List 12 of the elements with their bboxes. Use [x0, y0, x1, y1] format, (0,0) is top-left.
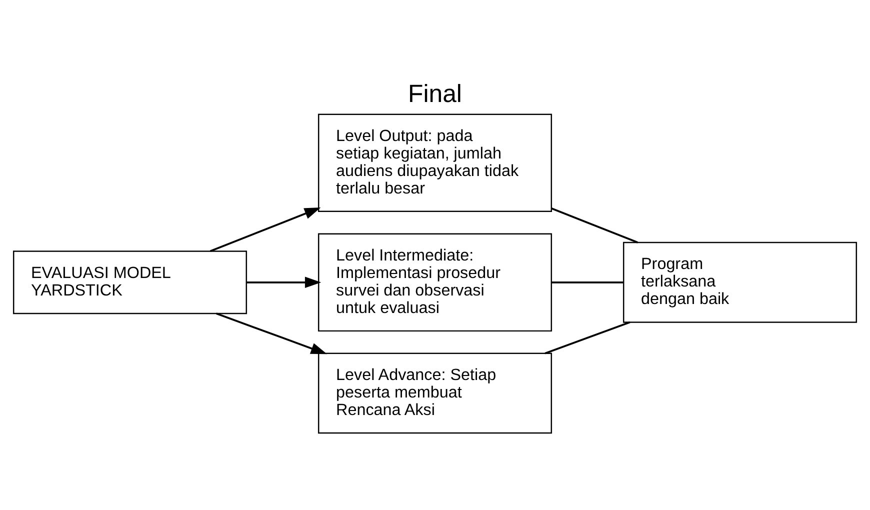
connector	[551, 208, 638, 244]
arrow	[216, 312, 328, 354]
connector	[544, 321, 630, 354]
arrow	[246, 276, 322, 288]
diagram-title: Final	[408, 80, 462, 108]
node-box: Level Advance: Setiap peserta membuat Rencana Aksi	[318, 352, 552, 434]
connector	[551, 281, 624, 284]
node-box: EVALUASI MODEL YARDSTICK	[12, 250, 248, 314]
node-box: Program terlaksana dengan baik	[622, 242, 858, 323]
node-box: Level Intermediate: Implementasi prosedur survei dan observasi untuk evaluasi	[318, 233, 552, 332]
arrow	[210, 208, 321, 252]
node-box: Level Output: pada setiap kegiatan, jumlah audiens diupayakan tidak terlalu besar	[318, 114, 552, 212]
